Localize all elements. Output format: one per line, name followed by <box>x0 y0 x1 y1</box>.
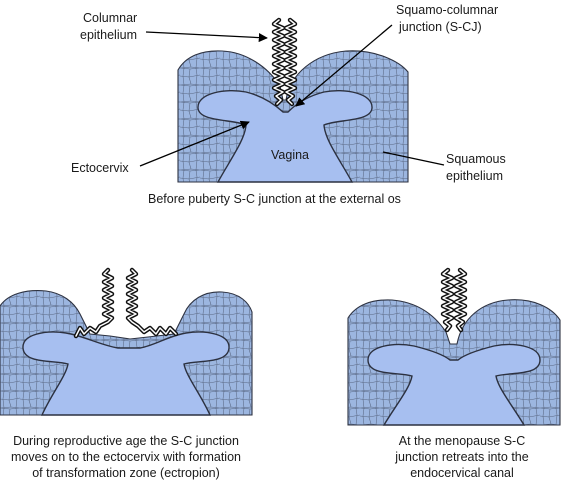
label-vagina: Vagina <box>271 148 309 162</box>
label-ectocervix: Ectocervix <box>71 161 129 175</box>
arrow-scj <box>295 24 393 107</box>
panel-right: At the menopause S-C junction retreats i… <box>347 267 561 480</box>
panel-top: Columnar epithelium Squamo-columnar junc… <box>71 3 506 206</box>
label-squamous-1: Squamous <box>446 152 506 166</box>
vagina-lumen-right <box>367 343 541 426</box>
label-columnar-2: epithelium <box>80 28 137 42</box>
panel-left: During reproductive age the S-C junction… <box>0 267 253 480</box>
vagina-lumen-left <box>22 331 230 416</box>
label-scj-2: junction (S-CJ) <box>398 20 482 34</box>
columnar-epithelium-left <box>73 267 179 339</box>
label-columnar-1: Columnar <box>83 11 137 25</box>
caption-left-3: of transformation zone (ectropion) <box>32 466 220 480</box>
label-scj-1: Squamo-columnar <box>396 3 498 17</box>
caption-right-2: junction retreats into the <box>394 450 528 464</box>
caption-left-1: During reproductive age the S-C junction <box>13 434 239 448</box>
arrow-ectocervix <box>139 120 250 167</box>
label-squamous-2: epithelium <box>446 169 503 183</box>
pointer-squamous <box>382 151 445 166</box>
caption-right-3: endocervical canal <box>410 466 514 480</box>
vagina-lumen-top <box>197 89 373 183</box>
caption-left-2: moves on to the ectocervix with formatio… <box>11 450 241 464</box>
caption-top: Before puberty S-C junction at the exter… <box>148 192 401 206</box>
arrow-columnar <box>145 31 268 43</box>
caption-right-1: At the menopause S-C <box>399 434 525 448</box>
